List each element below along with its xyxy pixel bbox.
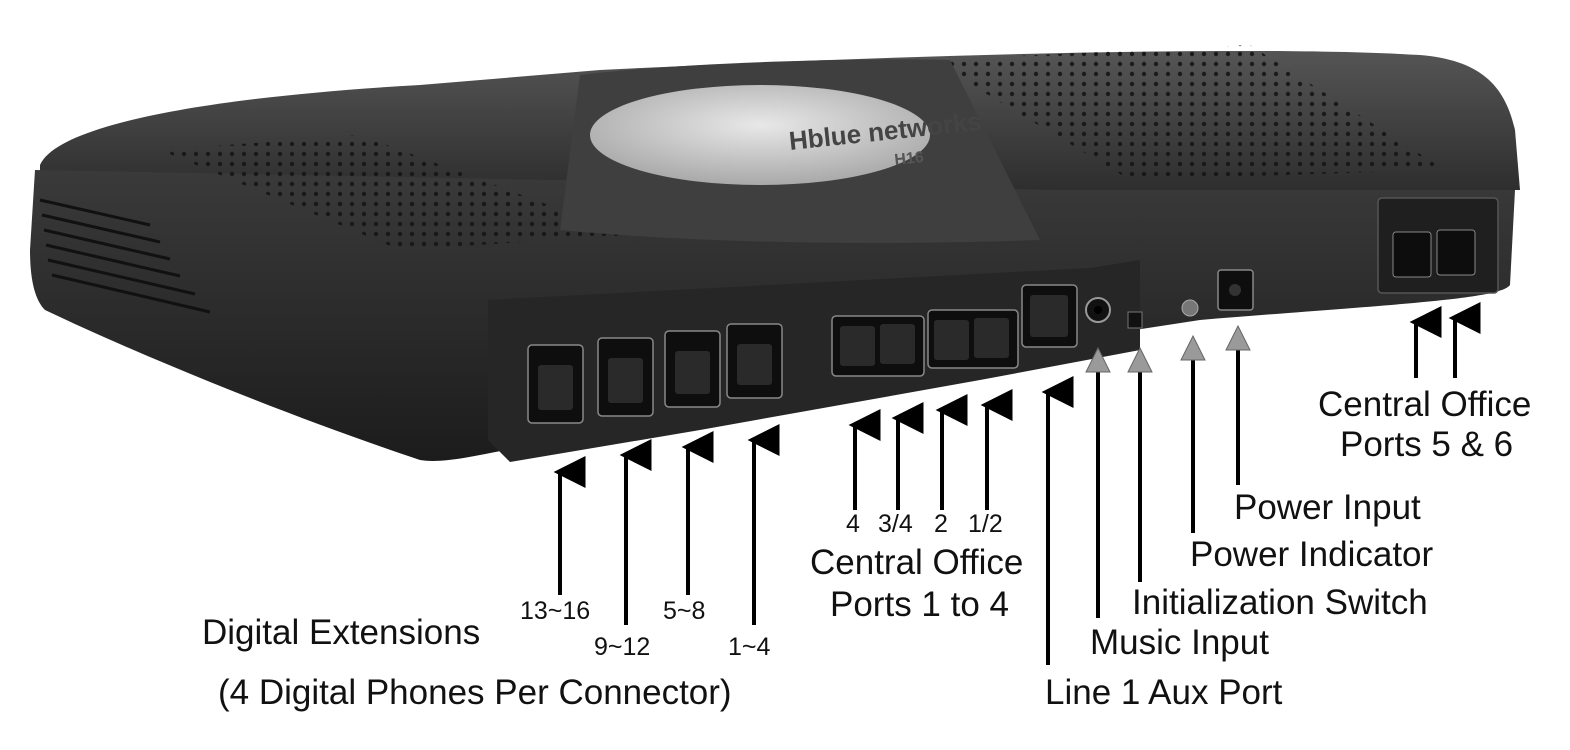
- jack-inner-contacts: [538, 344, 772, 410]
- label-co-2: 2: [934, 510, 948, 538]
- label-music-input: Music Input: [1090, 623, 1269, 662]
- label-co56-line2: Ports 5 & 6: [1340, 425, 1514, 464]
- label-co-title-2: Ports 1 to 4: [830, 585, 1009, 624]
- phone-system-device: Hblue networks H16: [30, 45, 1520, 462]
- co-jack-inner: [840, 318, 1009, 366]
- co56-jack-6: [1436, 229, 1476, 276]
- co56-jack-5: [1392, 231, 1432, 278]
- label-co-4: 4: [846, 510, 860, 538]
- model-text: H16: [894, 149, 925, 169]
- side-vent-ribs: [39, 198, 211, 314]
- label-digital-note: (4 Digital Phones Per Connector): [218, 673, 732, 712]
- music-input-hole: [1094, 306, 1102, 314]
- label-digital-extensions: Digital Extensions: [202, 613, 481, 652]
- label-power-input: Power Input: [1234, 488, 1421, 527]
- label-ext-13-16: 13~16: [520, 597, 591, 625]
- power-indicator-led: [1181, 299, 1199, 317]
- callout-arrows: [553, 302, 1481, 665]
- gray-arrow-heads: [1085, 324, 1251, 373]
- label-co-1-2: 1/2: [968, 510, 1003, 538]
- line1-aux-inner: [1030, 295, 1068, 337]
- label-power-indicator: Power Indicator: [1190, 535, 1434, 574]
- label-co-3-4: 3/4: [878, 510, 913, 538]
- label-ext-1-4: 1~4: [728, 633, 771, 661]
- label-co56-line1: Central Office: [1318, 385, 1532, 424]
- vent-grille-right: [930, 45, 1445, 180]
- label-ext-9-12: 9~12: [594, 633, 651, 661]
- gray-callout-arrows: [1096, 342, 1240, 618]
- vent-grille-left: [160, 135, 630, 250]
- init-switch: [1127, 311, 1143, 329]
- label-line1-aux: Line 1 Aux Port: [1045, 673, 1283, 712]
- label-ext-5-8: 5~8: [663, 597, 706, 625]
- label-co-title-1: Central Office: [810, 543, 1024, 582]
- power-input-hole: [1229, 284, 1241, 296]
- label-init-switch: Initialization Switch: [1132, 583, 1428, 622]
- logo-disc: [590, 85, 930, 185]
